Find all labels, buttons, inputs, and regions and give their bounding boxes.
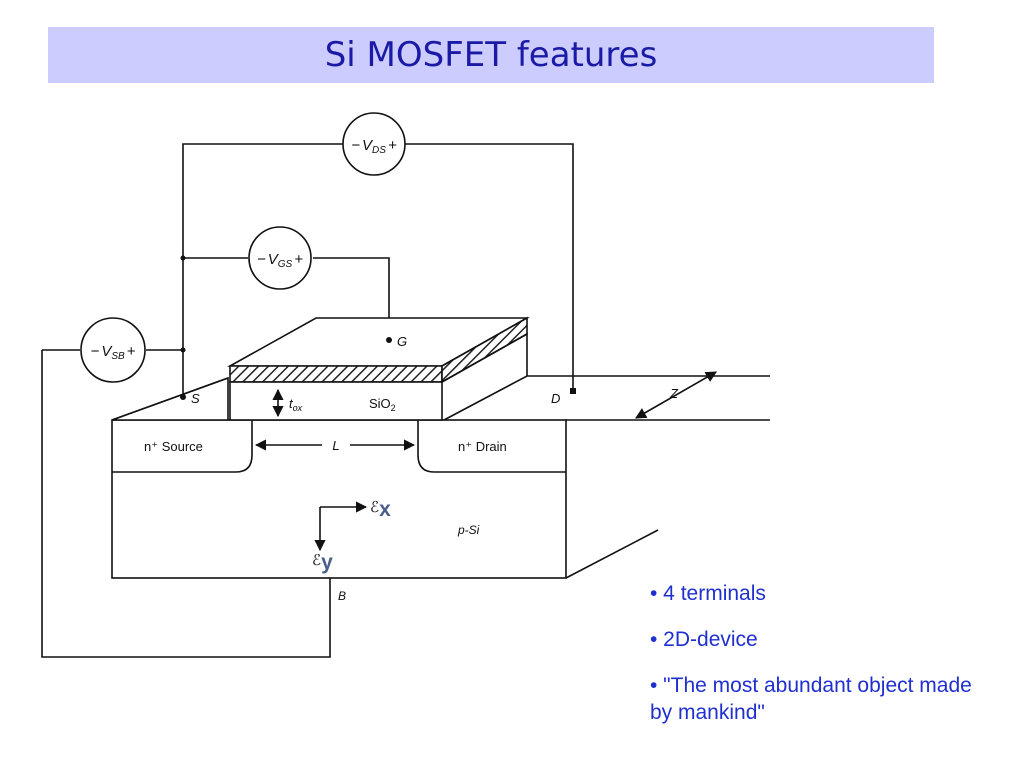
width-label: Z <box>669 386 679 401</box>
vds-source <box>342 112 406 176</box>
drain-well <box>417 420 566 473</box>
terminal-dots <box>180 255 576 400</box>
slide-title: Si MOSFET features <box>324 35 658 75</box>
oxide-label: SiO2 <box>369 396 396 413</box>
field-y-label: ℰy <box>312 551 333 574</box>
source-label: S <box>191 391 200 406</box>
width-arrow <box>635 371 717 419</box>
bullet-item: • 2D-device <box>650 628 758 651</box>
feature-list: • 4 terminals • 2D-device • "The most ab… <box>650 580 990 745</box>
field-x-label: ℰx <box>370 498 391 521</box>
source-well <box>112 420 253 473</box>
vsb-source <box>80 317 146 383</box>
gate-stack <box>226 316 531 421</box>
source-region-label: n⁺ Source <box>144 439 203 454</box>
tox-label: tox <box>289 396 303 413</box>
title-bar: Si MOSFET features <box>48 27 934 83</box>
vgs-source <box>248 226 312 290</box>
vgs-label: −VGS+ <box>257 251 303 270</box>
circuit-wires <box>41 143 574 658</box>
substrate-label: p-Si <box>457 523 480 537</box>
vds-label: −VDS+ <box>351 137 397 156</box>
bulk-label: B <box>338 589 346 603</box>
drain-region-label: n⁺ Drain <box>458 439 507 454</box>
vsb-label: −VSB+ <box>91 343 136 362</box>
gate-label: G <box>397 334 407 349</box>
bullet-item: • 4 terminals <box>650 582 766 605</box>
channel-length-label: L <box>332 438 339 453</box>
bullet-item: • "The most abundant object made by mank… <box>650 674 972 724</box>
drain-label: D <box>551 391 560 406</box>
